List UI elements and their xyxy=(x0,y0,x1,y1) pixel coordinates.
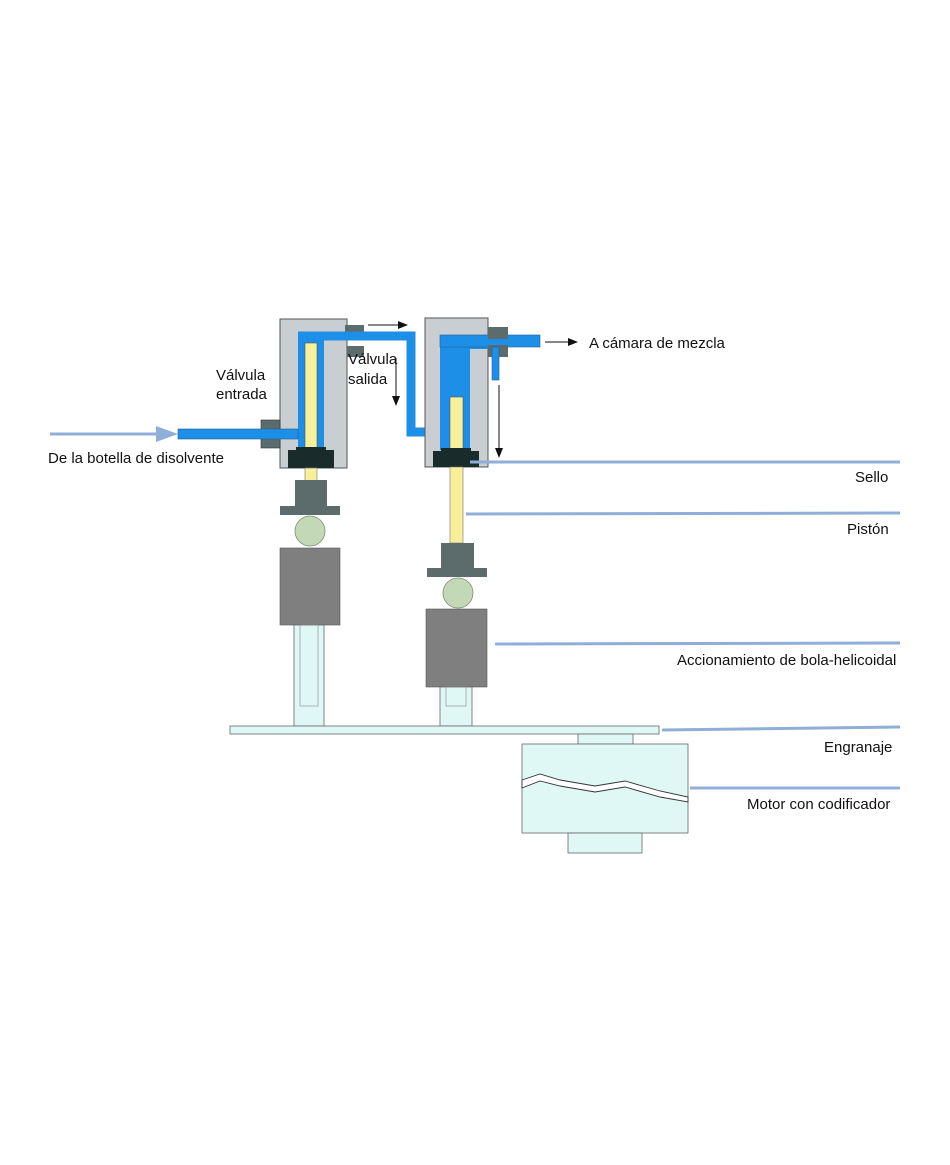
piston-2-rod xyxy=(450,467,463,543)
inlet-pipe xyxy=(178,429,298,439)
piston-1-upper xyxy=(305,343,317,450)
pump-chamber-1 xyxy=(280,319,347,468)
label-ball-screw-drive: Accionamiento de bola-helicoidal xyxy=(677,652,896,669)
ball-1 xyxy=(295,516,325,546)
leader-piston xyxy=(466,513,900,514)
leader-drive xyxy=(495,643,900,644)
label-solvent-source: De la botella de disolvente xyxy=(48,450,224,467)
label-gear: Engranaje xyxy=(824,739,892,756)
piston-1-holder xyxy=(280,480,340,515)
piston-2-holder xyxy=(427,543,487,577)
label-inlet-valve-1: Válvula xyxy=(216,367,266,384)
leader-gear xyxy=(662,727,900,730)
ball-screw-drive-2 xyxy=(426,609,487,687)
label-outlet-valve-2: salida xyxy=(348,371,388,388)
label-piston: Pistón xyxy=(847,521,889,538)
solvent-inlet-arrow xyxy=(50,426,178,442)
ball-screw-drive-1 xyxy=(280,548,340,625)
piston-1-rod xyxy=(305,468,317,482)
motor-encoder xyxy=(522,744,688,853)
label-mixing-chamber: A cámara de mezcla xyxy=(589,335,726,352)
outlet-block-2 xyxy=(488,327,508,339)
label-seal: Sello xyxy=(855,469,888,486)
screw-2 xyxy=(440,687,472,726)
pump-chamber-2 xyxy=(425,318,540,467)
gear-hub xyxy=(578,734,633,744)
label-inlet-valve-2: entrada xyxy=(216,386,268,403)
ball-2 xyxy=(443,578,473,608)
screw-1 xyxy=(294,625,324,726)
piston-2-upper xyxy=(450,397,463,450)
label-outlet-valve-1: Válvula xyxy=(348,351,398,368)
label-motor-encoder: Motor con codificador xyxy=(747,796,890,813)
gear-plate xyxy=(230,726,659,734)
